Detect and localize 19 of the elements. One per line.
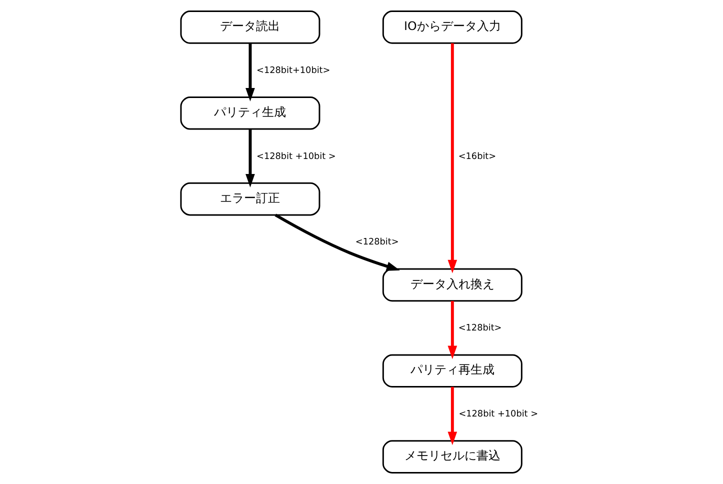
node-box: エラー訂正 xyxy=(180,182,320,216)
node-box: メモリセルに書込 xyxy=(382,440,522,474)
edge-label: <16bit> xyxy=(458,152,496,162)
node-box: データ入れ換え xyxy=(382,268,522,302)
edge-label: <128bit> xyxy=(355,238,399,248)
arrow xyxy=(448,386,458,446)
edge-label: <128bit +10bit > xyxy=(458,410,538,420)
arrow xyxy=(448,300,458,360)
arrow xyxy=(274,214,400,271)
node-box: IOからデータ入力 xyxy=(382,10,522,44)
node-box: パリティ再生成 xyxy=(382,354,522,388)
edge-label: <128bit+10bit> xyxy=(256,66,330,76)
arrow xyxy=(246,43,255,102)
node-box: パリティ生成 xyxy=(180,96,320,130)
edge-label: <128bit> xyxy=(458,324,502,334)
edge-label: <128bit +10bit > xyxy=(256,152,336,162)
node-box: データ読出 xyxy=(180,10,320,44)
arrow xyxy=(246,129,255,188)
arrow xyxy=(448,43,458,274)
